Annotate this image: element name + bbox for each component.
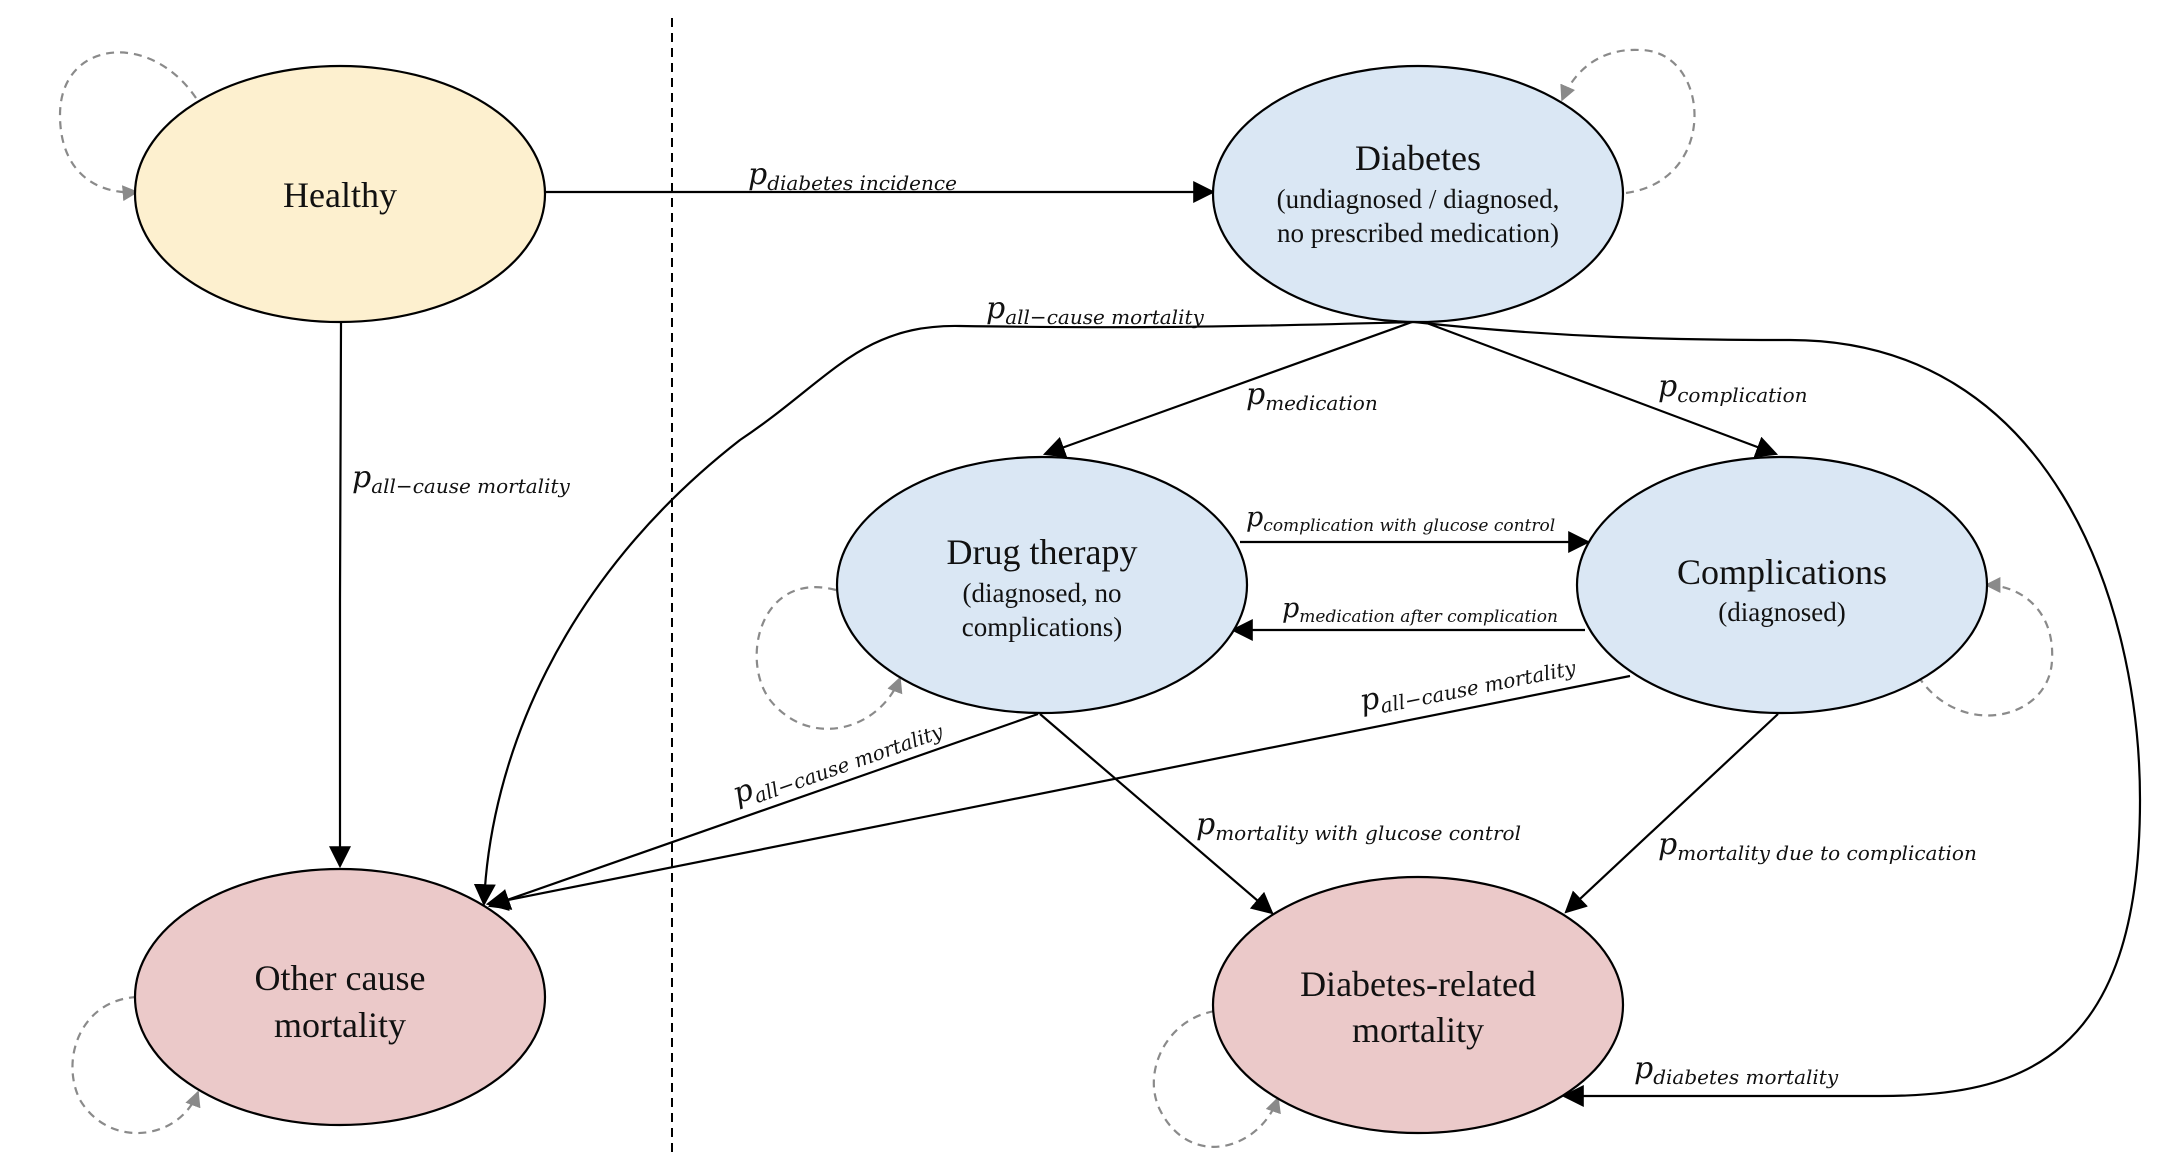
label-healthy-allcause: pall−cause mortality [352, 460, 571, 498]
label-comp-allcause: pall−cause mortality [1357, 642, 1579, 722]
edge-complication [1423, 320, 1779, 458]
diabetes-subtitle-line1: (undiagnosed / diagnosed, [1277, 184, 1560, 214]
edge-mortality-complication [1564, 713, 1779, 914]
label-complication-glucose: pcomplication with glucose control [1246, 502, 1555, 536]
label-mortality-glucose: pmortality with glucose control [1196, 807, 1521, 845]
diabetes-title: Diabetes [1355, 138, 1481, 178]
drug-therapy-title: Drug therapy [947, 532, 1138, 572]
self-loop-complications [1917, 577, 2054, 717]
node-other-cause-mortality [133, 867, 547, 1127]
edge-comp-allcause [485, 674, 1631, 911]
self-loop-drug-therapy [755, 586, 903, 730]
edge-drug-allcause [487, 712, 1039, 910]
other-mortality-title-line2: mortality [274, 1005, 406, 1045]
complications-subtitle: (diagnosed) [1718, 597, 1845, 627]
self-loop-diabetes [1560, 48, 1696, 195]
label-diabetes-incidence: pdiabetes incidence [748, 157, 957, 195]
self-loop-other-mortality [71, 995, 201, 1135]
other-mortality-title-line1: Other cause [255, 958, 426, 998]
edge-medication [1042, 320, 1413, 458]
healthy-title: Healthy [283, 175, 397, 215]
label-mortality-complication: pmortality due to complication [1658, 827, 1977, 865]
edge-mortality-glucose [1039, 713, 1274, 915]
node-diabetes [1211, 64, 1625, 324]
drug-therapy-subtitle-line2: complications) [962, 612, 1122, 642]
diabetes-subtitle-line2: no prescribed medication) [1277, 218, 1559, 248]
edge-diabetes-allcause [473, 320, 1415, 907]
diabetes-mortality-title-line1: Diabetes-related [1300, 964, 1536, 1004]
label-drug-allcause: pall−cause mortality [728, 706, 947, 815]
self-loop-diabetes-mortality [1152, 1008, 1281, 1148]
label-medication: pmedication [1246, 377, 1378, 415]
complications-title: Complications [1677, 552, 1887, 592]
edge-diabetes-mortality [1413, 320, 2142, 1107]
node-complications [1575, 455, 1989, 715]
label-complication: pcomplication [1658, 369, 1808, 407]
drug-therapy-subtitle-line1: (diagnosed, no [963, 578, 1122, 608]
label-medication-after: pmedication after complication [1282, 593, 1558, 627]
node-diabetes-related-mortality [1211, 875, 1625, 1135]
label-diabetes-mortality: pdiabetes mortality [1634, 1051, 1839, 1089]
label-diabetes-allcause: pall−cause mortality [986, 291, 1205, 329]
self-loop-healthy [58, 51, 197, 202]
node-drug-therapy [835, 455, 1249, 715]
node-healthy [133, 64, 547, 324]
diabetes-mortality-title-line2: mortality [1352, 1010, 1484, 1050]
edge-healthy-allcause [329, 322, 351, 869]
